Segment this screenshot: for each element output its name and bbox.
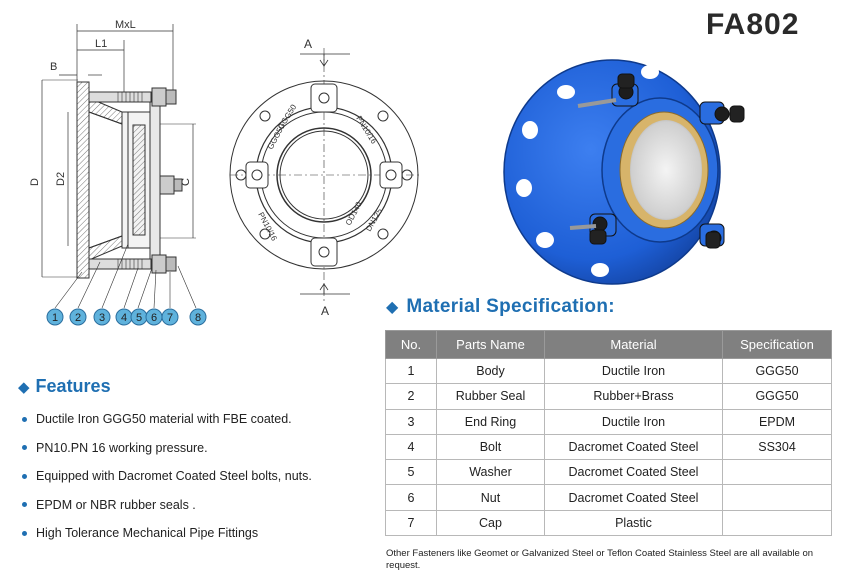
dim-d: D bbox=[29, 178, 41, 186]
feature-text: Ductile Iron GGG50 material with FBE coa… bbox=[36, 412, 292, 427]
bullet-dot-icon bbox=[22, 502, 27, 508]
diamond-bullet-icon: ◆ bbox=[18, 378, 30, 396]
side-section-view: MxL L1 B D D2 C bbox=[29, 19, 197, 309]
callout-7-label: 7 bbox=[167, 312, 173, 324]
cell-parts-name: Body bbox=[436, 357, 545, 385]
col-header-no: No. bbox=[385, 330, 437, 359]
cell-material: Dacromet Coated Steel bbox=[544, 433, 723, 461]
bullet-dot-icon bbox=[22, 530, 27, 536]
callout-7 bbox=[161, 308, 179, 326]
callout-2-label: 2 bbox=[75, 312, 81, 324]
bullet-dot-icon bbox=[22, 416, 27, 422]
cell-material: Dacromet Coated Steel bbox=[544, 459, 723, 486]
diamond-bullet-icon: ◆ bbox=[386, 299, 399, 316]
feature-text: EPDM or NBR rubber seals . bbox=[36, 497, 196, 512]
bullet-dot-icon bbox=[22, 473, 27, 479]
features-title: Features bbox=[35, 376, 111, 396]
cell-material: Plastic bbox=[544, 509, 723, 537]
cell-specification bbox=[722, 509, 832, 537]
section-a-top: A bbox=[304, 37, 312, 51]
cell-no: 4 bbox=[385, 433, 437, 461]
cell-specification: GGG50 bbox=[722, 383, 832, 410]
table-header-row: No. Parts Name Material Specification bbox=[385, 330, 832, 359]
section-a-bottom: A bbox=[321, 304, 329, 318]
feature-text: Equipped with Dacromet Coated Steel bolt… bbox=[36, 469, 312, 484]
cell-material: Dacromet Coated Steel bbox=[544, 484, 723, 511]
dim-d2: D2 bbox=[55, 172, 67, 186]
cell-specification bbox=[722, 484, 832, 511]
col-header-parts-name: Parts Name bbox=[436, 330, 545, 359]
cell-parts-name: Rubber Seal bbox=[436, 383, 545, 410]
cell-no: 5 bbox=[385, 459, 437, 486]
dim-l1: L1 bbox=[95, 38, 107, 50]
cell-specification: SS304 bbox=[722, 433, 832, 461]
col-header-material: Material bbox=[544, 330, 723, 359]
cell-parts-name: Nut bbox=[436, 484, 545, 511]
feature-item: High Tolerance Mechanical Pipe Fittings bbox=[22, 519, 312, 548]
dim-c: C bbox=[180, 178, 192, 186]
features-list: Ductile Iron GGG50 material with FBE coa… bbox=[22, 405, 312, 548]
cell-specification: EPDM bbox=[722, 408, 832, 435]
callout-5-label: 5 bbox=[136, 312, 142, 324]
feature-item: PN10.PN 16 working pressure. bbox=[22, 434, 312, 463]
col-header-specification: Specification bbox=[722, 330, 832, 359]
cell-material: Ductile Iron bbox=[544, 408, 723, 435]
cell-material: Ductile Iron bbox=[544, 357, 723, 385]
cell-parts-name: Bolt bbox=[436, 433, 545, 461]
callout-3-label: 3 bbox=[99, 312, 105, 324]
dim-b: B bbox=[50, 61, 57, 73]
cell-no: 2 bbox=[385, 383, 437, 410]
fastener-footnote: Other Fasteners like Geomet or Galvanize… bbox=[386, 548, 814, 571]
cell-parts-name: Cap bbox=[436, 509, 545, 537]
technical-drawing: MxL L1 B D D2 C bbox=[29, 19, 745, 326]
flange-text-6: GGG50 bbox=[276, 102, 299, 131]
product-photo bbox=[503, 59, 745, 285]
cell-no: 3 bbox=[385, 408, 437, 435]
material-spec-heading: ◆ Material Specification: bbox=[386, 296, 615, 318]
feature-item: Ductile Iron GGG50 material with FBE coa… bbox=[22, 405, 312, 434]
bullet-dot-icon bbox=[22, 445, 27, 451]
callout-1 bbox=[46, 308, 64, 326]
features-heading: ◆ Features bbox=[18, 376, 111, 397]
feature-item: EPDM or NBR rubber seals . bbox=[22, 491, 312, 520]
callout-4-label: 4 bbox=[121, 312, 127, 324]
callout-8 bbox=[189, 308, 207, 326]
front-flange-view: A A GGG50 PN10/16 DN125 OD140 PN10/16 G bbox=[229, 37, 422, 318]
dim-mxl: MxL bbox=[115, 19, 136, 31]
cell-specification: GGG50 bbox=[722, 357, 832, 385]
feature-text: PN10.PN 16 working pressure. bbox=[36, 440, 208, 455]
callout-2 bbox=[69, 308, 87, 326]
part-callouts: 1 2 3 4 5 6 7 8 bbox=[46, 308, 207, 326]
cell-no: 6 bbox=[385, 484, 437, 511]
cell-material: Rubber+Brass bbox=[544, 383, 723, 410]
cell-parts-name: Washer bbox=[436, 459, 545, 486]
cell-no: 7 bbox=[385, 509, 437, 537]
model-title: FA802 bbox=[706, 8, 800, 41]
feature-item: Equipped with Dacromet Coated Steel bolt… bbox=[22, 462, 312, 491]
callout-1-label: 1 bbox=[52, 312, 58, 324]
cell-no: 1 bbox=[385, 357, 437, 385]
feature-text: High Tolerance Mechanical Pipe Fittings bbox=[36, 526, 259, 541]
flange-text-4: OD140 bbox=[344, 200, 364, 227]
callout-6-label: 6 bbox=[151, 312, 157, 324]
cell-parts-name: End Ring bbox=[436, 408, 545, 435]
callout-3 bbox=[93, 308, 111, 326]
material-spec-title: Material Specification: bbox=[406, 296, 615, 317]
callout-8-label: 8 bbox=[195, 312, 201, 324]
cell-specification bbox=[722, 459, 832, 486]
